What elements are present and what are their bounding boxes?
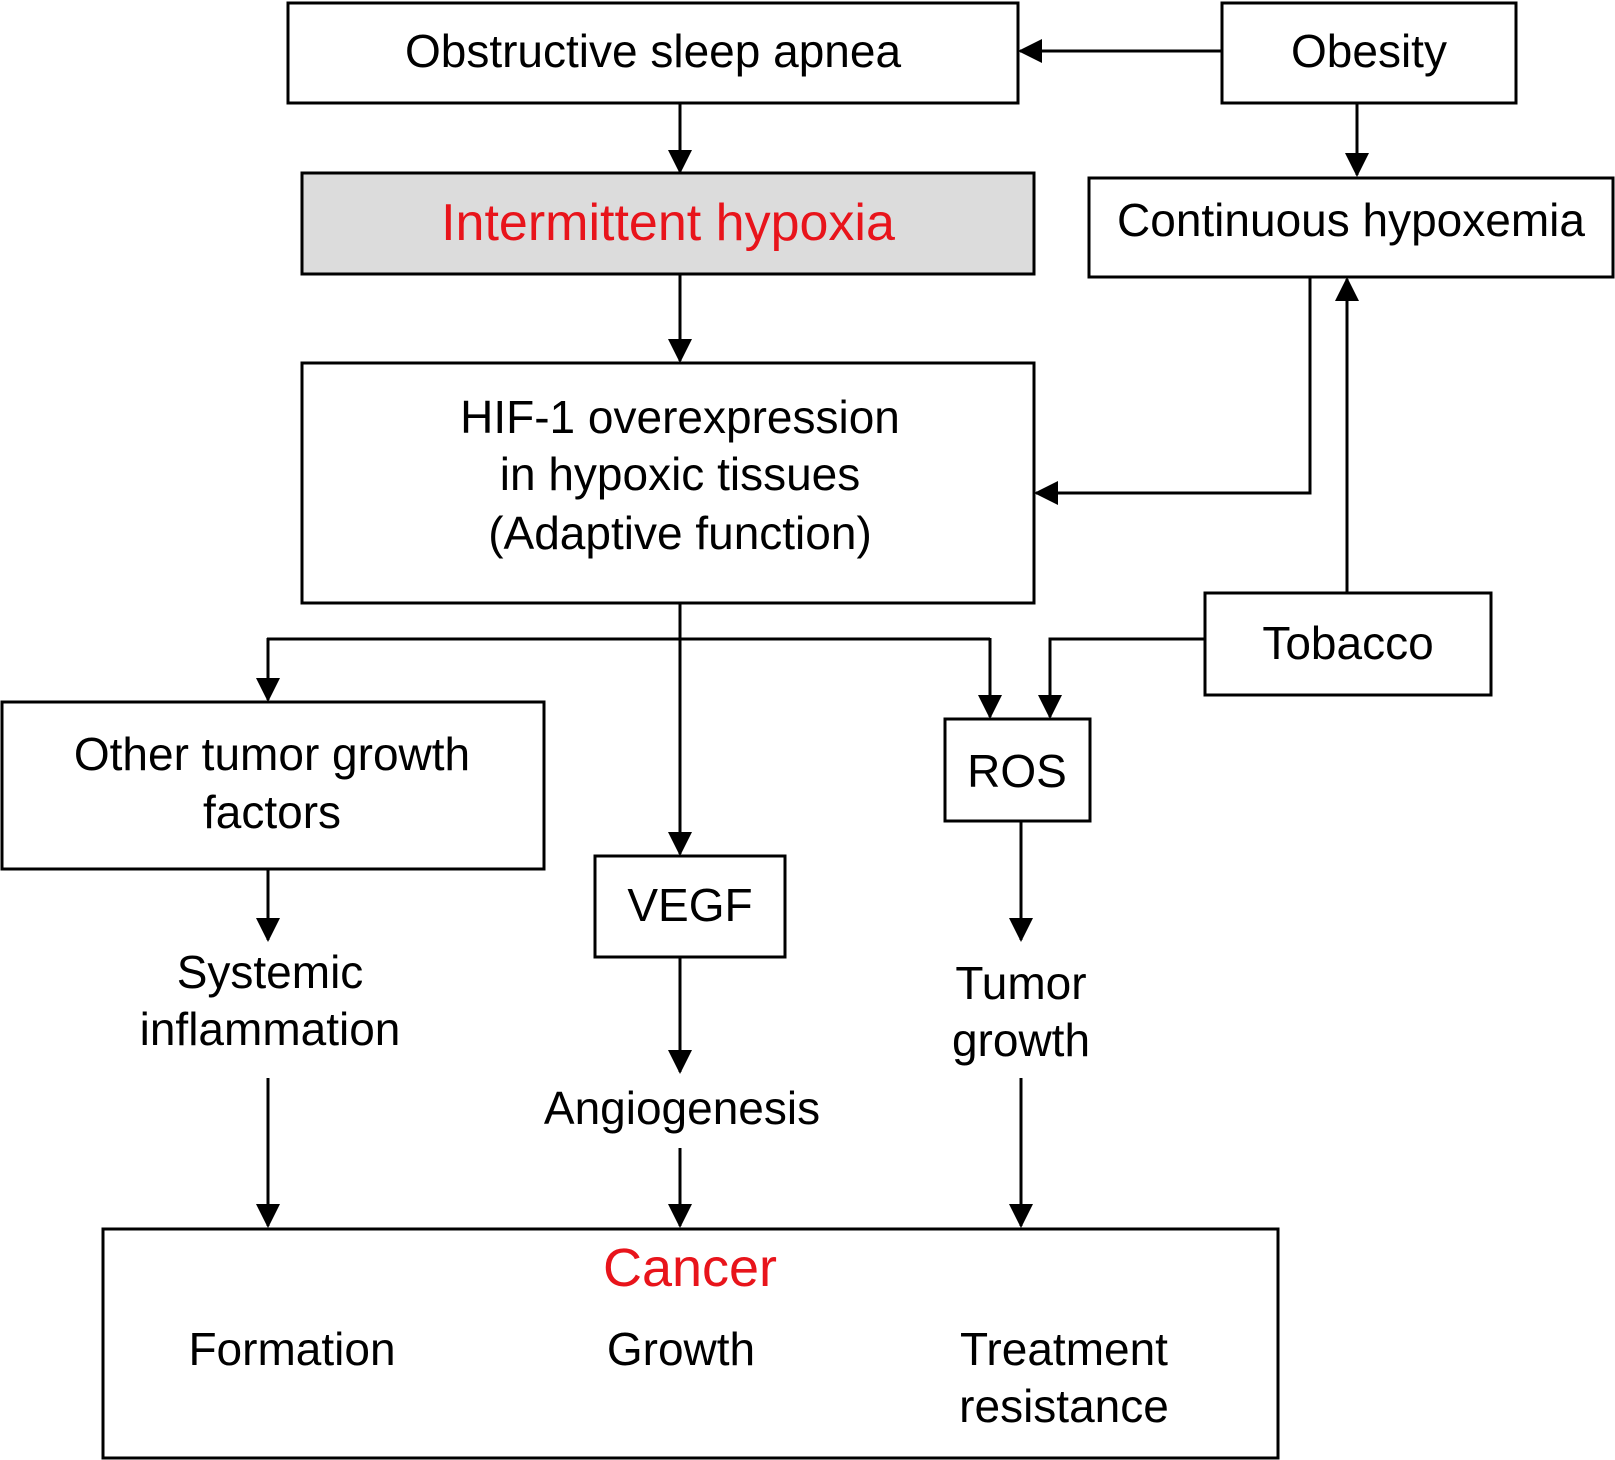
cancer-item-growth: Growth	[607, 1323, 755, 1375]
other-factors-label-line-1: Other tumor growth	[74, 728, 470, 780]
tumor-growth-line-1: Tumor	[955, 957, 1086, 1009]
intermittent-hypoxia-label: Intermittent hypoxia	[441, 194, 895, 252]
cancer-item-treatment-line-2: resistance	[959, 1380, 1169, 1432]
box-vegf	[593, 854, 787, 959]
arrow-tobacco-to-ros	[1038, 637, 1205, 719]
continuous-hypoxemia-label: Continuous hypoxemia	[1117, 194, 1585, 246]
tumor-growth-line-2: growth	[952, 1014, 1090, 1066]
other-factors-label-line-2: factors	[203, 786, 341, 838]
box-obesity	[1220, 1, 1518, 105]
vegf-label: VEGF	[627, 879, 752, 931]
systemic-inflammation-line-2: inflammation	[140, 1003, 401, 1055]
tobacco-label: Tobacco	[1262, 617, 1433, 669]
hif1-label-line-1: HIF-1 overexpression	[460, 391, 900, 443]
cancer-title: Cancer	[603, 1238, 777, 1298]
obstructive-sleep-apnea-label: Obstructive sleep apnea	[405, 25, 901, 77]
cancer-item-formation: Formation	[188, 1323, 395, 1375]
arrow-continuous-hypoxemia-to-hif1	[1034, 277, 1312, 505]
box-other-tumor-growth-factors	[0, 700, 546, 871]
systemic-inflammation-line-1: Systemic	[177, 946, 364, 998]
angiogenesis-label: Angiogenesis	[544, 1082, 820, 1134]
obesity-label: Obesity	[1291, 25, 1447, 77]
box-obstructive-sleep-apnea	[286, 1, 1020, 105]
box-continuous-hypoxemia	[1087, 176, 1615, 279]
cancer-item-treatment-line-1: Treatment	[960, 1323, 1168, 1375]
hif1-label-line-3: (Adaptive function)	[488, 507, 872, 559]
ros-label: ROS	[967, 745, 1067, 797]
box-hif1-overexpression	[300, 361, 1036, 605]
hif1-label-line-2: in hypoxic tissues	[500, 448, 861, 500]
box-tobacco	[1203, 591, 1493, 697]
box-ros	[943, 717, 1092, 823]
box-cancer	[101, 1227, 1280, 1460]
